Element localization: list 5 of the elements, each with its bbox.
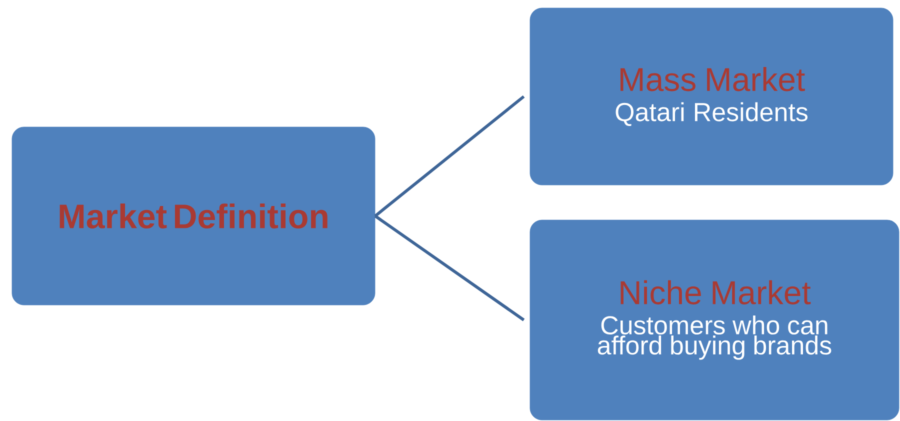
process-box: Market Definition	[12, 126, 376, 306]
process-box: Mass Market Qatari Residents	[530, 8, 894, 186]
connector-line	[374, 214, 525, 322]
connector-line	[374, 95, 525, 218]
process-box: Niche Market Customers who can afford buying brands	[530, 220, 900, 420]
